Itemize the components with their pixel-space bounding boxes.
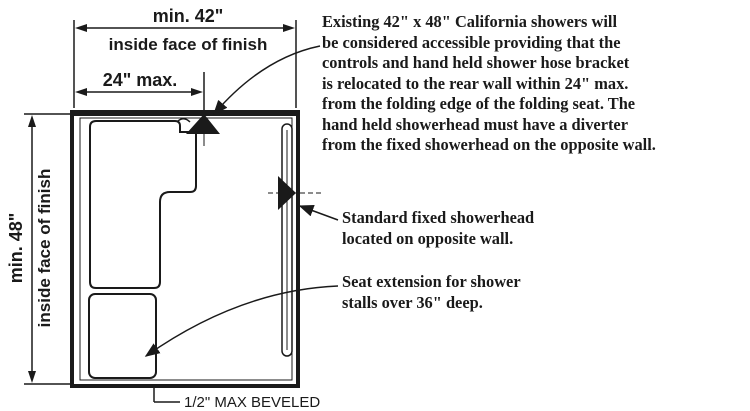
inner-wall-finish — [79, 117, 293, 381]
note-line: located on opposite wall. — [342, 228, 514, 248]
seat-extension-leader — [144, 285, 339, 357]
note-line: Existing 42" x 48" California showers wi… — [322, 12, 618, 31]
side-depth-label: min. 48" — [6, 213, 26, 284]
side-depth-note: inside face of finish — [35, 169, 54, 328]
top-width-note: inside face of finish — [109, 35, 268, 54]
folding-seat — [89, 120, 197, 289]
bevel-label: 1/2" MAX BEVELED — [184, 394, 320, 411]
seat-rounded-corner — [177, 118, 191, 123]
note-line: Standard fixed showerhead — [342, 208, 535, 227]
offset-arrow-left — [75, 88, 87, 96]
note-line: be considered accessible providing that … — [322, 32, 621, 52]
depth-arrow-bottom — [28, 371, 36, 383]
note-line: stalls over 36" deep. — [342, 292, 483, 312]
note-line: controls and hand held shower hose brack… — [322, 53, 630, 72]
offset-label: 24" max. — [103, 70, 178, 90]
existing-showers-note: Existing 42" x 48" California showers wi… — [322, 12, 656, 156]
offset-arrow-right — [191, 88, 203, 96]
shower-stall-outline — [70, 110, 300, 388]
note-line: Seat extension for shower — [342, 272, 521, 291]
note-line: from the folding edge of the folding sea… — [322, 94, 636, 113]
seat-extension-note: Seat extension for shower stalls over 36… — [342, 272, 521, 313]
depth-arrow-top — [28, 115, 36, 127]
note-line: from the fixed showerhead on the opposit… — [322, 135, 656, 154]
fixed-showerhead-note: Standard fixed showerhead located on opp… — [342, 208, 534, 249]
seat-extension — [88, 293, 157, 379]
fixed-showerhead-leader — [298, 205, 339, 221]
width-arrow-right — [283, 24, 295, 32]
existing-note-leader — [213, 45, 321, 116]
hand-held-shower-control — [186, 114, 220, 134]
note-line: hand held showerhead must have a diverte… — [322, 114, 628, 134]
grab-bar — [281, 123, 293, 357]
top-width-label: min. 42" — [153, 6, 224, 26]
note-line: is relocated to the rear wall within 24"… — [322, 73, 629, 93]
width-arrow-left — [75, 24, 87, 32]
